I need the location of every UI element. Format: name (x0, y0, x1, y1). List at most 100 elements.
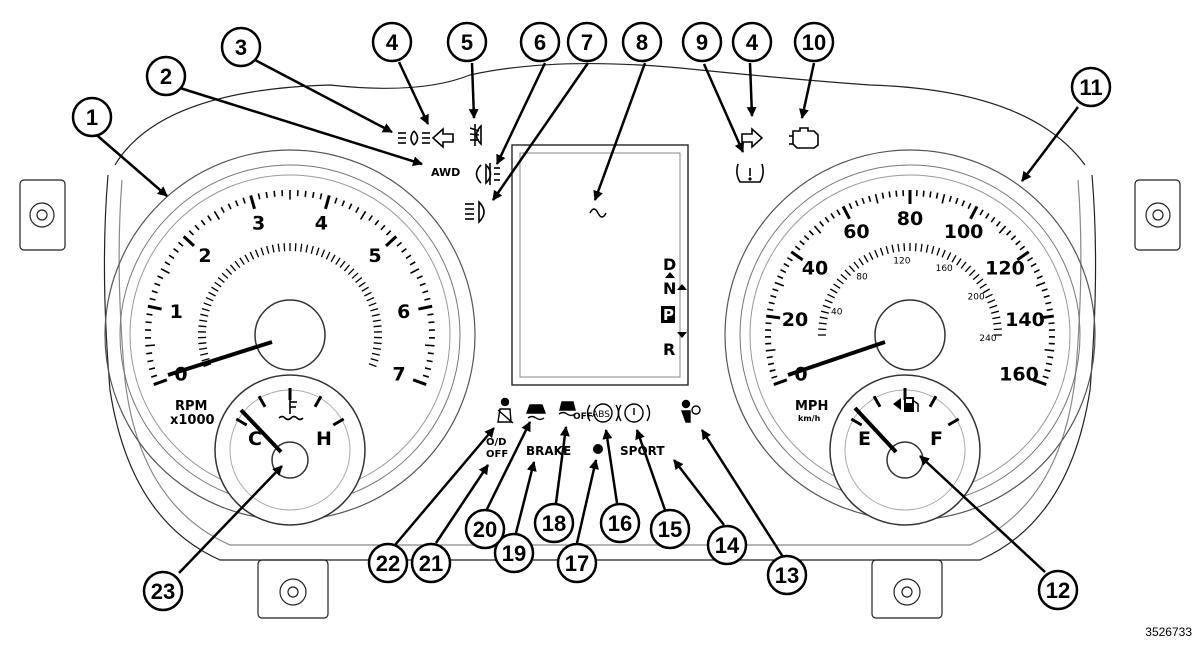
minor-tick (228, 204, 231, 209)
minor-tick (147, 314, 153, 315)
minor-tick (942, 194, 944, 203)
minor-tick (889, 192, 890, 198)
tach-label-2: 2 (198, 245, 211, 267)
rear-fog-icon (470, 124, 481, 146)
callout-1: 1 (73, 98, 111, 136)
minor-tick (930, 192, 931, 198)
minor-tick (1028, 258, 1033, 261)
minor-tick (428, 322, 434, 323)
inner-tick (278, 244, 279, 252)
callout-number-text: 4 (746, 30, 759, 55)
inner-tick (256, 250, 259, 257)
tach-hub (255, 300, 325, 370)
minor-tick (381, 225, 385, 230)
gear-n: N (663, 279, 676, 298)
minor-tick (778, 276, 783, 278)
minor-tick (402, 249, 407, 253)
minor-tick (406, 255, 411, 258)
inner-tick (823, 305, 831, 308)
minor-tick (856, 201, 858, 207)
callout-13: 13 (768, 556, 806, 594)
minor-tick (145, 345, 155, 346)
major-tick (843, 206, 849, 218)
callout-number-text: 17 (565, 551, 589, 576)
minor-tick (991, 217, 995, 222)
center-display: D N P R (512, 145, 688, 385)
inner-tick (326, 252, 329, 259)
inner-tick (202, 309, 210, 311)
inner-tick (992, 317, 1000, 319)
tach-label-4: 4 (315, 212, 328, 234)
minor-tick (772, 289, 778, 291)
inner-tick (880, 248, 883, 256)
minor-tick (795, 246, 800, 250)
minor-tick (428, 314, 434, 315)
callout-14: 14 (708, 526, 746, 564)
callout-number-text: 12 (1046, 578, 1070, 603)
inner-tick (973, 274, 979, 279)
minor-tick (342, 201, 344, 207)
minor-tick (155, 283, 161, 285)
minor-tick (169, 255, 174, 258)
mph-label-80: 80 (897, 208, 923, 230)
tach-needle (168, 342, 272, 375)
inner-tick (348, 269, 354, 275)
callout-17: 17 (558, 544, 596, 582)
callout-21: 21 (412, 544, 450, 582)
inner-tick (198, 343, 206, 344)
gear-p: P (663, 306, 674, 324)
callout-number-text: 14 (715, 533, 740, 558)
callout-number-text: 3 (235, 35, 247, 60)
minor-tick (781, 270, 786, 273)
minor-tick (999, 226, 1005, 233)
major-tick (774, 380, 787, 385)
fuel-full-label: F (930, 428, 943, 450)
callout-15: 15 (651, 510, 689, 548)
minor-tick (1020, 246, 1025, 250)
inner-tick (869, 252, 873, 259)
callout-4: 4 (373, 23, 411, 61)
major-tick (154, 380, 167, 385)
fuel-gauge: E F (830, 375, 980, 525)
minor-tick (158, 276, 163, 278)
inner-tick (200, 314, 208, 316)
inner-tick (245, 255, 249, 262)
inner-tick (199, 320, 207, 321)
inner-tick (272, 245, 274, 253)
inner-tick (892, 245, 894, 253)
minor-tick (305, 191, 306, 197)
minor-tick (820, 222, 824, 227)
minor-tick (201, 220, 205, 225)
minor-tick (784, 264, 789, 267)
minor-tick (428, 353, 434, 354)
callout-number-text: 15 (658, 517, 682, 542)
inner-tick (994, 329, 1002, 330)
minor-tick (1044, 296, 1050, 298)
inner-tick (211, 287, 218, 291)
inner-tick (952, 255, 956, 262)
minor-tick (369, 216, 372, 221)
inner-tick (284, 243, 285, 251)
inner-tick (198, 326, 206, 327)
callout-4: 4 (733, 23, 771, 61)
callout-6: 6 (521, 23, 559, 61)
inner-tick (819, 323, 827, 324)
esc-off-label: OFF (573, 412, 593, 422)
inner-tick (991, 311, 999, 313)
major-tick (766, 316, 780, 318)
figure-id: 3526733 (1145, 625, 1192, 639)
tach-label-5: 5 (368, 245, 381, 267)
minor-tick (862, 198, 864, 204)
inner-tick (331, 255, 335, 262)
minor-tick (174, 249, 179, 253)
minor-tick (809, 231, 813, 235)
callout-number-text: 9 (696, 30, 708, 55)
inner-tick (985, 294, 992, 298)
callout-number-text: 16 (608, 511, 632, 536)
mph-label-20: 20 (782, 309, 808, 331)
inner-tick (898, 244, 899, 252)
minor-tick (1045, 350, 1055, 351)
minor-tick (804, 236, 808, 240)
callout-number-text: 20 (473, 517, 497, 542)
